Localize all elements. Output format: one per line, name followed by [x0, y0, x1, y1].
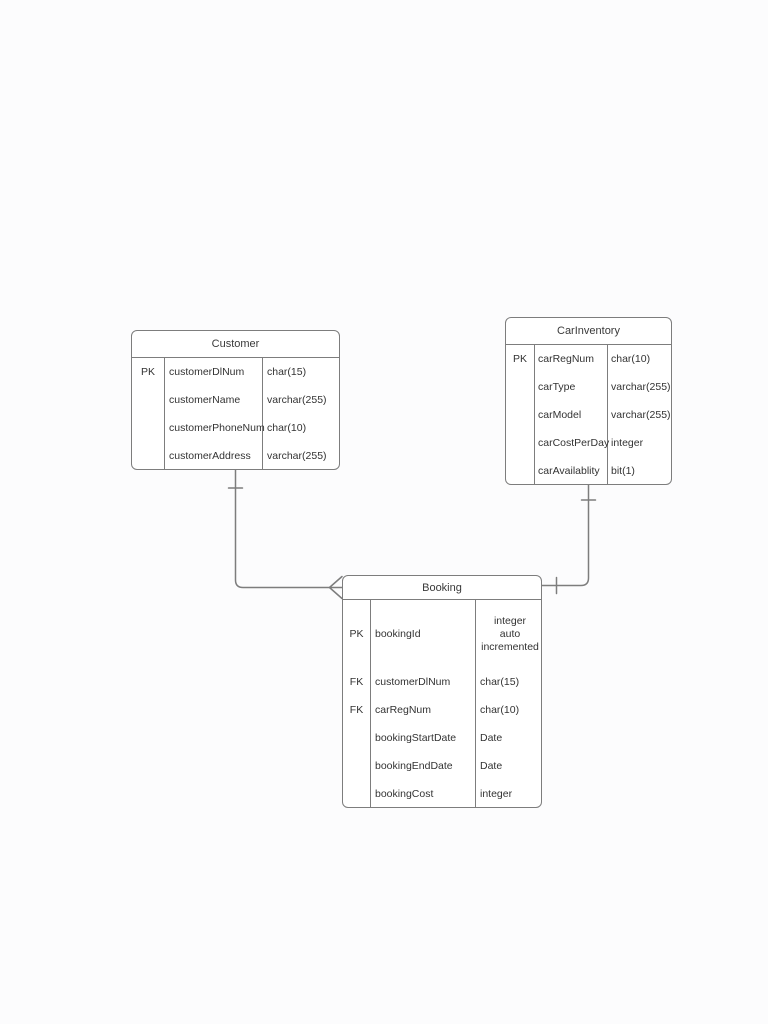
key-cell — [506, 429, 534, 457]
entity-customer[interactable]: Customer PK customerDlNum customerName c… — [131, 330, 340, 470]
entity-booking[interactable]: Booking PK FK FK bookingId customerDlNum… — [342, 575, 542, 808]
attribute-type-line: auto — [499, 627, 521, 640]
attribute-type-column: char(15) varchar(255) char(10) varchar(2… — [263, 358, 338, 470]
attribute-type: varchar(255) — [611, 409, 671, 421]
attribute-name: bookingId — [375, 628, 421, 640]
attribute-type: bit(1) — [611, 465, 635, 477]
attribute-type: char(10) — [267, 422, 307, 434]
attribute-type: varchar(255) — [267, 394, 327, 406]
key-cell — [132, 414, 164, 442]
relationship-customer-booking[interactable] — [227, 469, 343, 600]
crows-foot-many-icon — [328, 575, 343, 600]
attribute-type: char(10) — [611, 353, 651, 365]
attribute-name: customerPhoneNum — [169, 422, 265, 434]
relationship-carinventory-booking[interactable] — [541, 484, 597, 595]
key-cell — [506, 401, 534, 429]
attribute-name: bookingEndDate — [375, 760, 453, 772]
key-cell: FK — [349, 704, 364, 716]
attribute-name-column: bookingId customerDlNum carRegNum bookin… — [371, 600, 476, 808]
key-cell — [343, 780, 370, 808]
attribute-name: customerDlNum — [375, 676, 451, 688]
attribute-type: integer auto incremented — [476, 600, 540, 668]
attribute-type: varchar(255) — [611, 381, 671, 393]
attribute-name: carModel — [538, 409, 582, 421]
attribute-type: char(15) — [267, 366, 307, 378]
attribute-name: bookingCost — [375, 788, 434, 800]
entity-attributes: PK customerDlNum customerName customerPh… — [132, 358, 339, 470]
attribute-type: integer — [611, 437, 644, 449]
attribute-name: customerAddress — [169, 450, 251, 462]
key-cell — [132, 442, 164, 470]
attribute-name: carType — [538, 381, 576, 393]
attribute-type: Date — [480, 760, 503, 772]
attribute-name: bookingStartDate — [375, 732, 457, 744]
key-column: PK — [506, 345, 535, 485]
entity-title: Booking — [343, 576, 541, 600]
attribute-name: carAvailablity — [538, 465, 600, 477]
entity-attributes: PK carRegNum carType carModel carCostPer… — [506, 345, 671, 485]
connector-line — [234, 469, 331, 589]
attribute-name-column: carRegNum carType carModel carCostPerDay… — [535, 345, 610, 485]
attribute-type: integer — [480, 788, 513, 800]
attribute-type-line: integer — [493, 614, 527, 627]
connector-line — [541, 484, 590, 587]
attribute-name: customerName — [169, 394, 241, 406]
attribute-name-column: customerDlNum customerName customerPhone… — [165, 358, 265, 470]
entity-title: Customer — [132, 331, 339, 358]
attribute-type: char(15) — [480, 676, 520, 688]
attribute-type: char(10) — [480, 704, 520, 716]
attribute-type-line: incremented — [481, 640, 539, 653]
attribute-type: Date — [480, 732, 503, 744]
entity-title: CarInventory — [506, 318, 671, 345]
attribute-name: carRegNum — [375, 704, 432, 716]
entity-attributes: PK FK FK bookingId customerDlNum carRegN… — [343, 600, 541, 808]
key-cell — [506, 373, 534, 401]
attribute-name: carCostPerDay — [538, 437, 610, 449]
key-cell: PK — [140, 366, 155, 378]
attribute-type: varchar(255) — [267, 450, 327, 462]
key-cell: PK — [349, 628, 364, 640]
attribute-type-column: integer auto incremented char(15) char(1… — [476, 600, 540, 808]
attribute-type-column: char(10) varchar(255) varchar(255) integ… — [608, 345, 671, 485]
key-cell: FK — [349, 676, 364, 688]
entity-carinventory[interactable]: CarInventory PK carRegNum carType carMod… — [505, 317, 672, 485]
key-cell: PK — [512, 353, 527, 365]
key-column: PK — [132, 358, 165, 470]
key-cell — [343, 724, 370, 752]
attribute-name: customerDlNum — [169, 366, 245, 378]
attribute-name: carRegNum — [538, 353, 595, 365]
key-column: PK FK FK — [343, 600, 371, 808]
key-cell — [132, 386, 164, 414]
key-cell — [343, 752, 370, 780]
key-cell — [506, 457, 534, 485]
